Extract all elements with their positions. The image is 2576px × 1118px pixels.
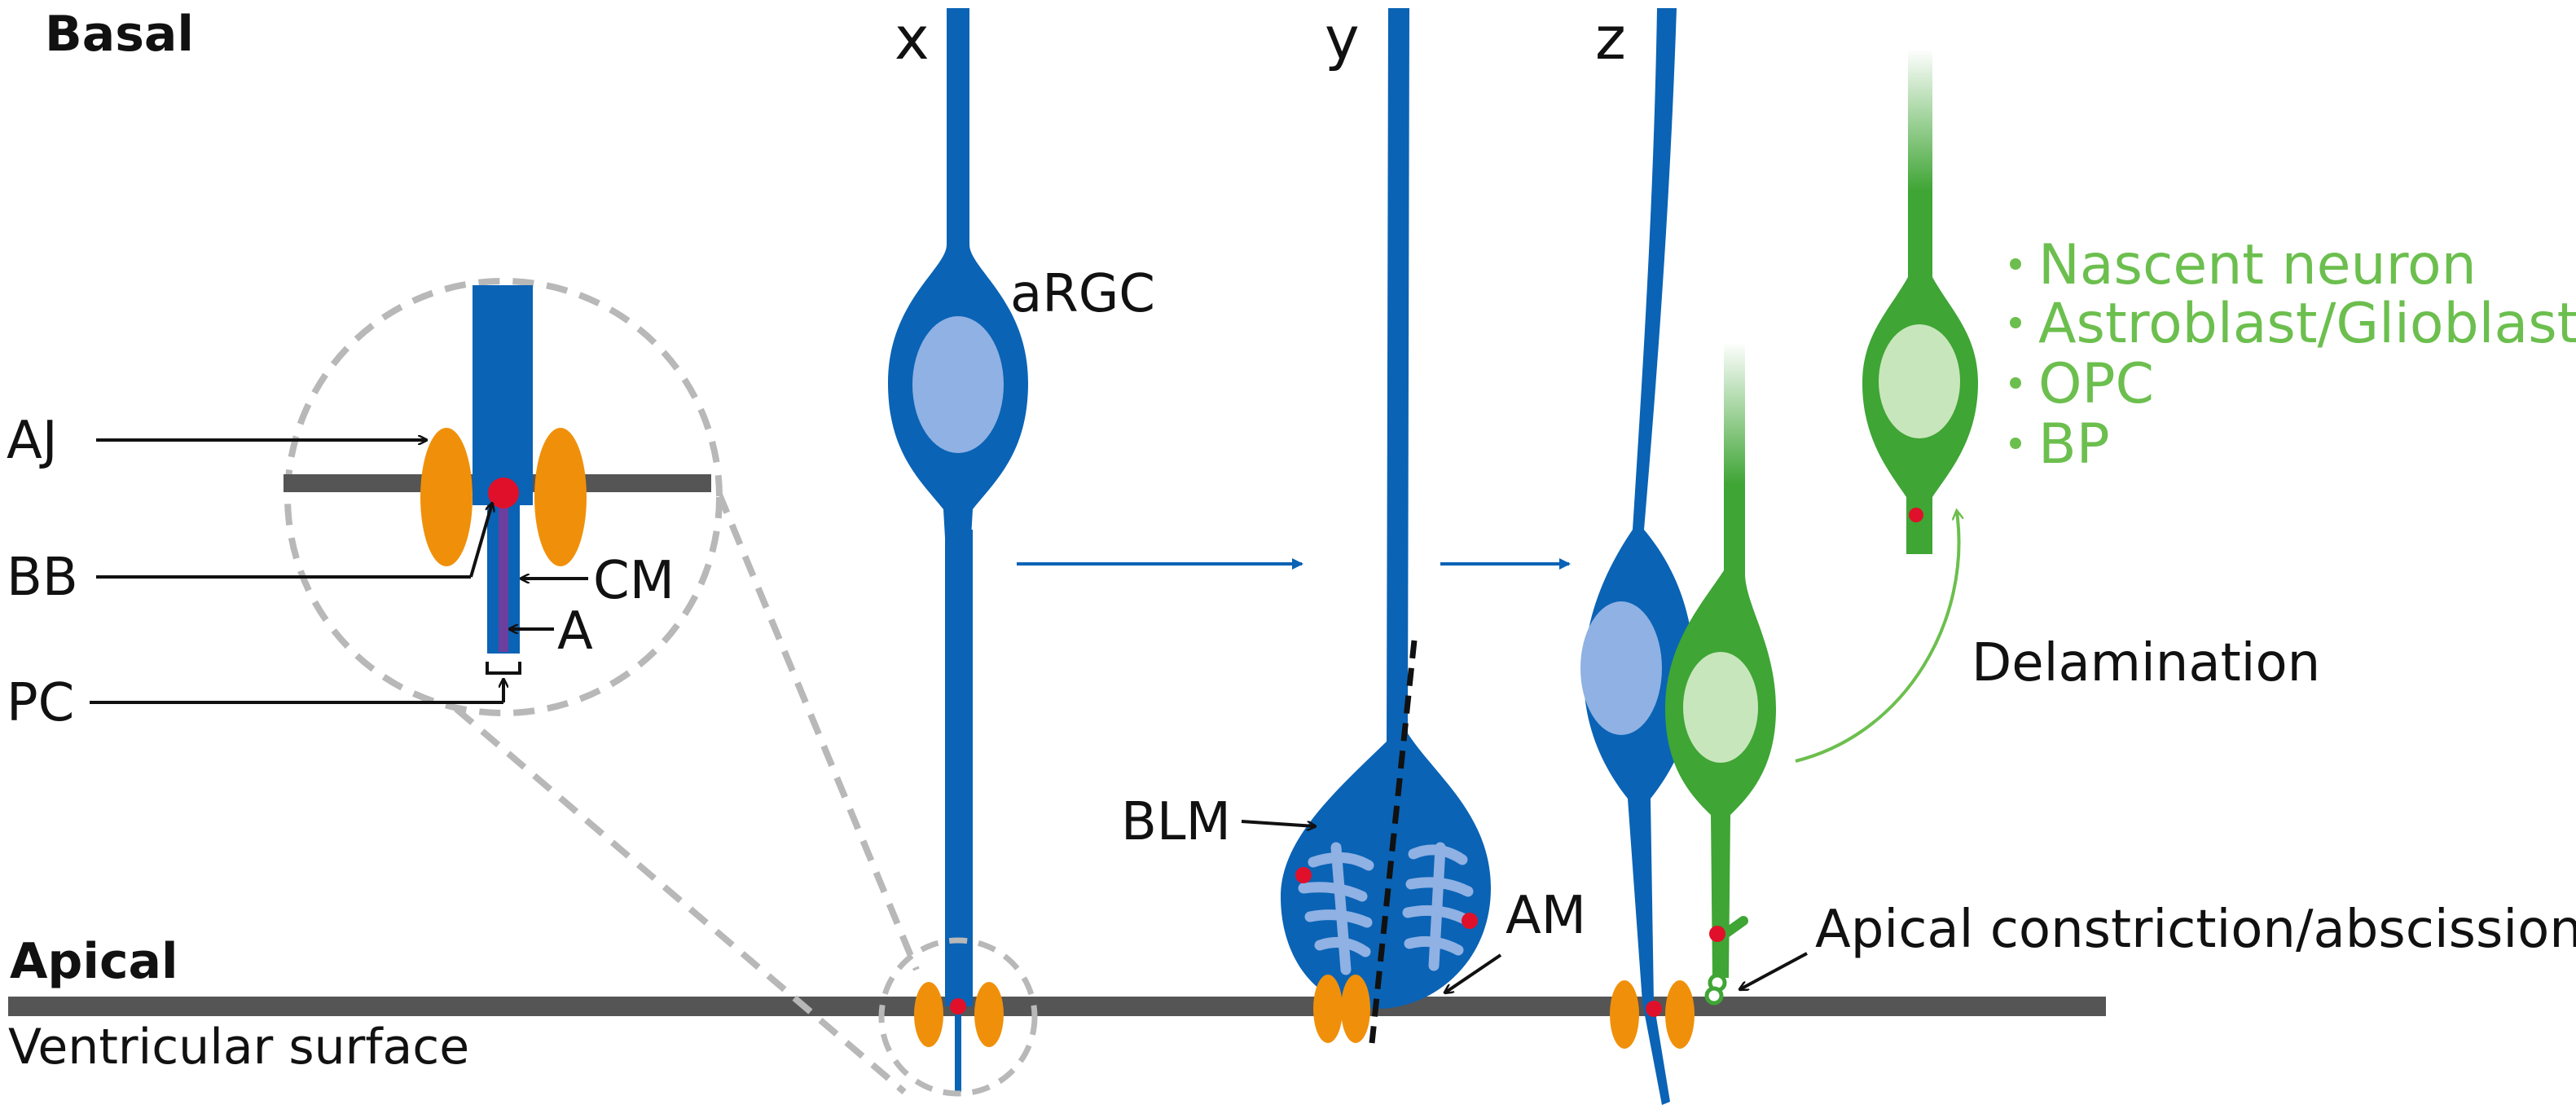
argc-x-basal-body (950, 998, 966, 1015)
a-label: A (557, 601, 593, 662)
inset-pc-bracket (486, 662, 521, 675)
fate-item: Astroblast/Glioblast (2038, 292, 2576, 356)
cm-label: CM (593, 551, 675, 611)
argc-z-junction-left (1610, 980, 1639, 1049)
inset-argc-process (473, 285, 533, 505)
basal-label: Basal (45, 6, 194, 63)
delaminated-fading-process (1908, 49, 1932, 285)
argc-x-zoom-circle (878, 937, 1038, 1097)
stage-z-label: z (1595, 4, 1626, 73)
delamination-arrow (1795, 512, 1959, 763)
fate-item: Nascent neuron (2038, 233, 2477, 297)
chromosomes (1298, 842, 1474, 975)
inset-adherens-junction-right (534, 428, 587, 566)
spindle-pole-right (1462, 913, 1478, 929)
pc-label: PC (7, 673, 74, 733)
fate-bullet (2010, 438, 2021, 449)
aj-label: AJ (7, 411, 58, 471)
blm-label: BLM (1121, 792, 1231, 852)
argc-y-junction-right (1341, 975, 1370, 1043)
fate-item: BP (2038, 412, 2110, 477)
daughter-fading-process (1724, 342, 1745, 579)
argc-z-nucleus (1580, 601, 1662, 735)
inset-zoom: AJ BB CM A PC (7, 278, 920, 1095)
fate-bullet (2010, 317, 2021, 328)
apical-constriction-label: Apical constriction/abscission (1815, 900, 2576, 960)
fate-bullet (2010, 258, 2021, 270)
argc-z-basal-body (1646, 1001, 1662, 1017)
stage-x-label: x (895, 4, 930, 73)
argc-y-junction-left (1313, 975, 1343, 1043)
ventricular-surface-label: Ventricular surface (8, 1019, 469, 1076)
argc-x-junction-left (914, 982, 943, 1047)
argc-y-basal-process (1281, 8, 1491, 1009)
argc-label: aRGC (1010, 264, 1155, 324)
stage-y-dividing-cell: y BLM AM (1121, 4, 1586, 1044)
delamination-label: Delamination (1972, 633, 2320, 693)
stage-x-argc: x aRGC (878, 4, 1155, 1097)
argc-x-nucleus (912, 316, 1004, 453)
stage-z-cells: z Apical constriction/abscission (1580, 4, 2576, 1105)
argc-z-junction-right (1665, 980, 1695, 1049)
stage-y-label: y (1325, 4, 1360, 73)
bb-label: BB (7, 548, 78, 608)
spindle-pole-left (1295, 867, 1312, 883)
fate-list: Nascent neuron Astroblast/Glioblast OPC … (2010, 233, 2576, 477)
argc-z-cell (1584, 8, 1695, 1105)
abscission-point-lower (1704, 986, 1724, 1006)
zoom-line-lower (454, 706, 907, 1095)
fate-item: OPC (2038, 352, 2154, 416)
argc-x-basal-process (947, 8, 969, 253)
apical-constriction-pointer (1740, 952, 1808, 989)
inset-basal-body (488, 478, 519, 508)
delaminated-nucleus (1879, 324, 1960, 438)
fate-bullet (2010, 377, 2021, 389)
daughter-basal-body (1709, 926, 1725, 942)
argc-x-junction-right (974, 982, 1004, 1047)
ventricular-surface-line (8, 997, 2106, 1016)
apical-label: Apical (10, 933, 178, 990)
bb-pointer-diag (469, 504, 492, 578)
argc-x-cilium (955, 1006, 961, 1092)
daughter-nucleus (1683, 652, 1758, 763)
argc-x-apical-process (945, 530, 973, 1006)
inset-axoneme (499, 497, 508, 652)
blm-pointer (1241, 820, 1315, 826)
inset-adherens-junction-left (420, 428, 473, 566)
am-pointer (1445, 953, 1502, 993)
delaminated-basal-body (1909, 508, 1923, 522)
am-label: AM (1506, 886, 1586, 946)
cleavage-plane (1369, 640, 1418, 1044)
delaminated-cell: Delamination (1795, 49, 2320, 763)
